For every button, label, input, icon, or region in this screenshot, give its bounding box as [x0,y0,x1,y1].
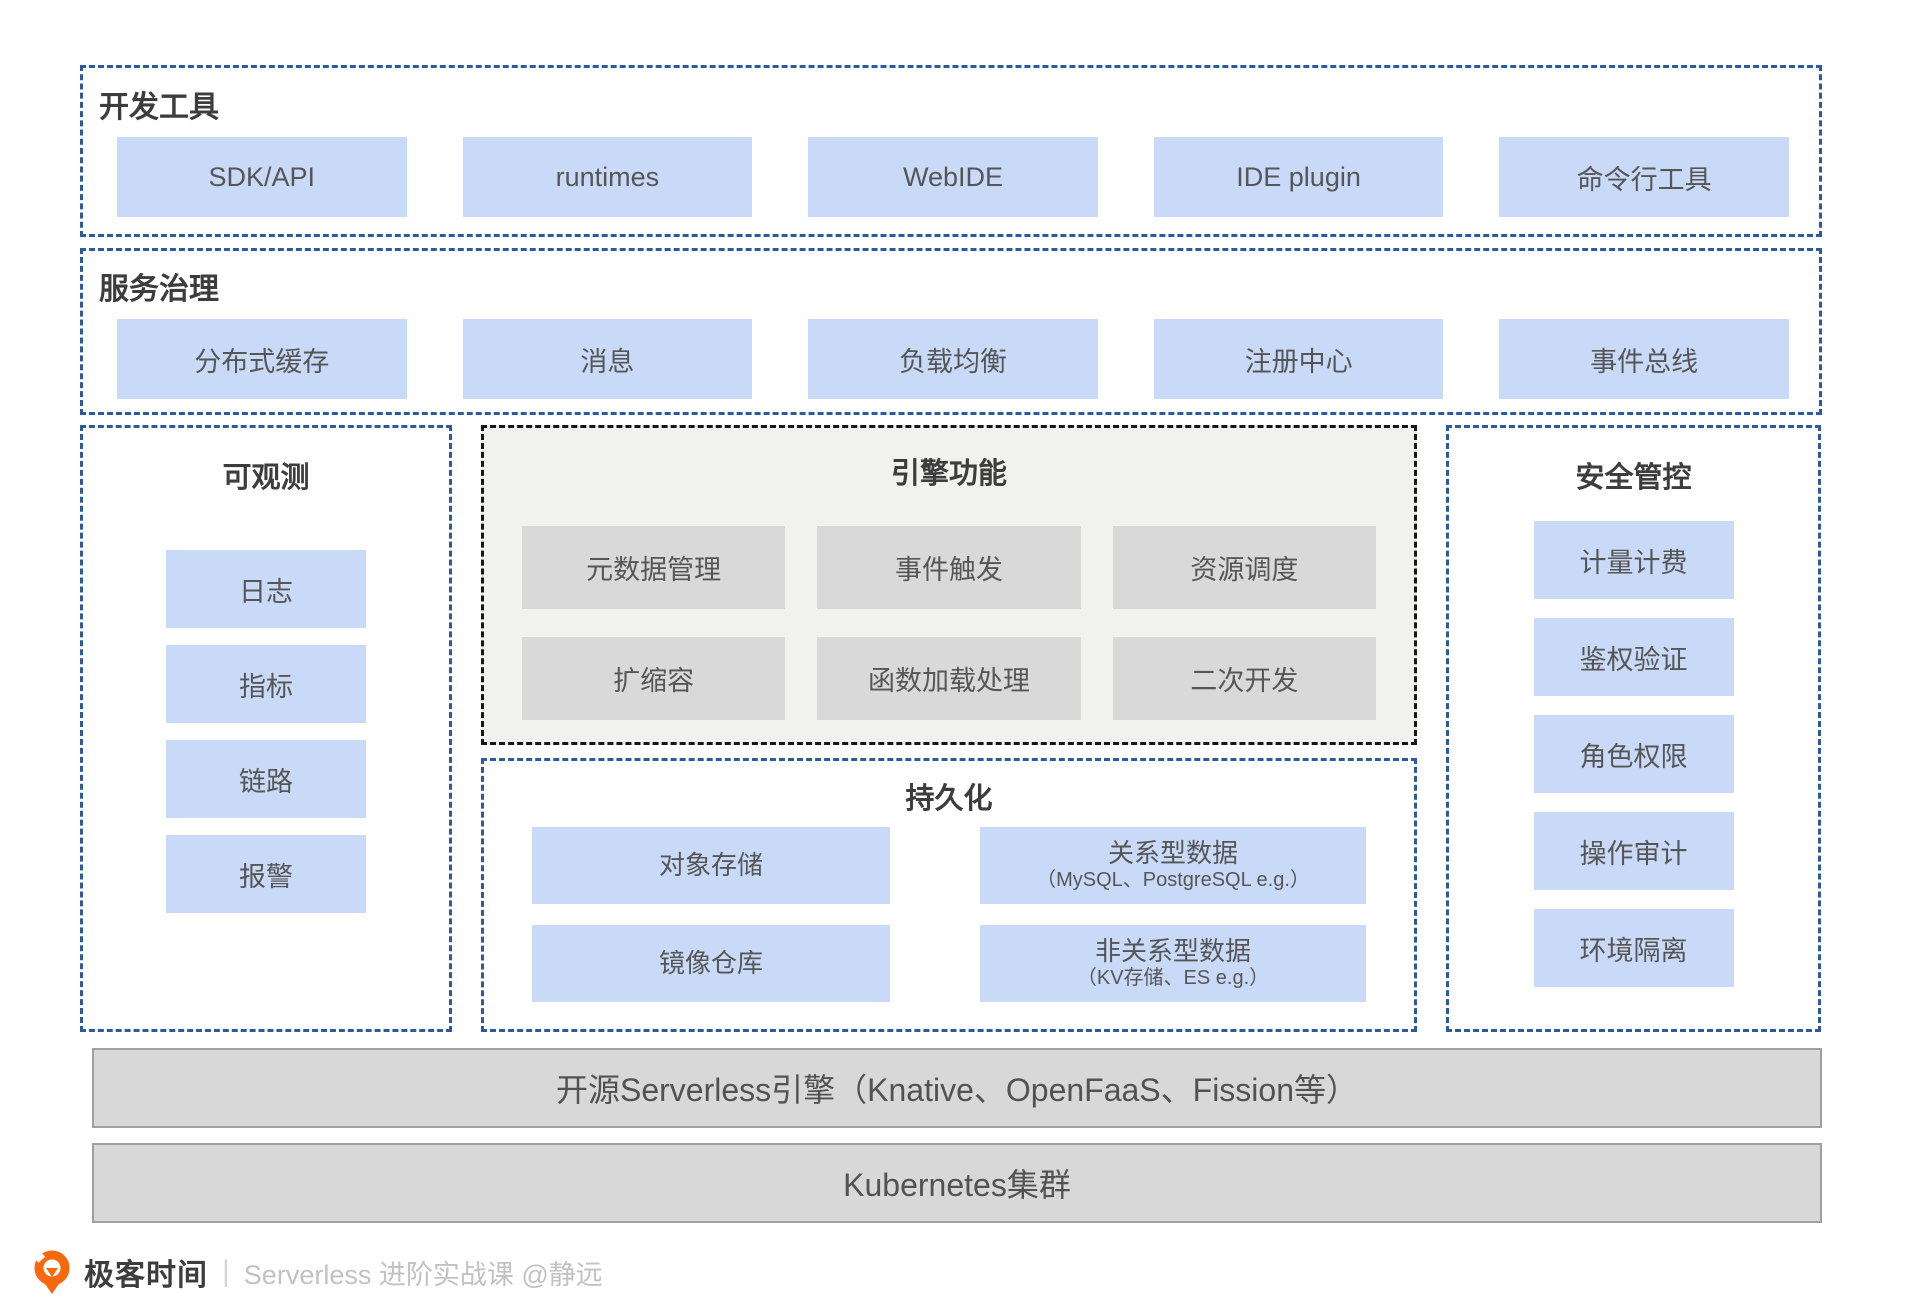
box-role-permission: 角色权限 [1533,715,1734,793]
section-dev-tools: 开发工具 SDK/API runtimes WebIDE IDE plugin … [80,65,1822,237]
box-alerting: 报警 [166,835,366,913]
box-image-registry-label: 镜像仓库 [658,947,763,978]
box-secondary-development: 二次开发 [1112,637,1376,720]
section-engine: 引擎功能 元数据管理 事件触发 资源调度 扩缩容 函数加载处理 二次开发 [481,425,1417,745]
diagram-content: 开发工具 SDK/API runtimes WebIDE IDE plugin … [80,65,1822,1238]
box-event-bus: 事件总线 [1499,319,1789,399]
box-environment-isolation: 环境隔离 [1533,909,1734,987]
box-tracing: 链路 [166,740,366,818]
box-non-relational-data: 非关系型数据 （KV存储、ES e.g.） [980,925,1366,1002]
box-sdk-api: SDK/API [117,137,407,217]
box-event-trigger: 事件触发 [817,526,1081,609]
engine-box-grid: 元数据管理 事件触发 资源调度 扩缩容 函数加载处理 二次开发 [522,526,1376,720]
section-security: 安全管控 计量计费 鉴权验证 角色权限 操作审计 环境隔离 [1446,425,1821,1032]
security-box-stack: 计量计费 鉴权验证 角色权限 操作审计 环境隔离 [1449,521,1818,987]
section-persistence: 持久化 对象存储 关系型数据 （MySQL、PostgreSQL e.g.） 镜… [481,758,1417,1032]
box-relational-data: 关系型数据 （MySQL、PostgreSQL e.g.） [980,827,1366,904]
section-service-governance: 服务治理 分布式缓存 消息 负载均衡 注册中心 事件总线 [80,248,1822,415]
box-function-loading: 函数加载处理 [817,637,1081,720]
box-non-relational-data-note: （KV存储、ES e.g.） [1076,966,1270,989]
box-object-storage: 对象存储 [532,827,890,904]
box-autoscaling: 扩缩容 [522,637,786,720]
box-object-storage-label: 对象存储 [658,849,763,880]
box-message: 消息 [462,319,753,399]
layer-kubernetes-cluster: Kubernetes集群 [92,1143,1822,1223]
observability-box-stack: 日志 指标 链路 报警 [83,550,449,913]
box-relational-data-label: 关系型数据 [1107,838,1238,869]
base-layers: 开源Serverless引擎（Knative、OpenFaaS、Fission等… [80,1048,1822,1223]
layer-opensource-serverless-engine: 开源Serverless引擎（Knative、OpenFaaS、Fission等… [92,1048,1822,1128]
box-relational-data-note: （MySQL、PostgreSQL e.g.） [1036,868,1310,891]
section-persistence-title: 持久化 [905,783,993,815]
box-metrics: 指标 [166,645,366,723]
box-cli-tools: 命令行工具 [1499,137,1789,217]
middle-zone: 可观测 日志 指标 链路 报警 引擎功能 元数据管理 事件触发 资源调度 [80,425,1822,1032]
box-logs: 日志 [166,550,366,628]
geektime-logo-icon [30,1248,74,1296]
box-metering-billing: 计量计费 [1533,521,1734,599]
box-image-registry: 镜像仓库 [532,925,890,1002]
box-operation-audit: 操作审计 [1533,812,1734,890]
section-engine-title: 引擎功能 [890,458,1007,490]
dev-tools-box-row: SDK/API runtimes WebIDE IDE plugin 命令行工具 [83,137,1819,217]
footer-divider: | [222,1255,230,1288]
persistence-box-grid: 对象存储 关系型数据 （MySQL、PostgreSQL e.g.） 镜像仓库 … [532,827,1366,1002]
box-ide-plugin: IDE plugin [1153,137,1444,217]
box-resource-scheduling: 资源调度 [1112,526,1376,609]
box-non-relational-data-label: 非关系型数据 [1094,936,1251,967]
box-registry-center: 注册中心 [1153,319,1444,399]
box-metadata-management: 元数据管理 [522,526,786,609]
brand-name: 极客时间 [84,1259,208,1292]
footer-course-text: Serverless 进阶实战课 @静远 [243,1259,603,1290]
section-service-governance-title: 服务治理 [99,273,219,306]
center-column: 引擎功能 元数据管理 事件触发 资源调度 扩缩容 函数加载处理 二次开发 持久化 [481,425,1417,1032]
section-dev-tools-title: 开发工具 [99,91,219,124]
box-runtimes: runtimes [462,137,753,217]
footer: 极客时间 | Serverless 进阶实战课 @静远 [30,1248,603,1296]
box-load-balancer: 负载均衡 [808,319,1098,399]
section-observability: 可观测 日志 指标 链路 报警 [80,425,452,1032]
box-auth-verification: 鉴权验证 [1533,618,1734,696]
section-security-title: 安全管控 [1575,462,1692,494]
section-observability-title: 可观测 [222,462,310,494]
box-distributed-cache: 分布式缓存 [117,319,407,399]
service-governance-box-row: 分布式缓存 消息 负载均衡 注册中心 事件总线 [83,319,1819,399]
box-webide: WebIDE [808,137,1098,217]
